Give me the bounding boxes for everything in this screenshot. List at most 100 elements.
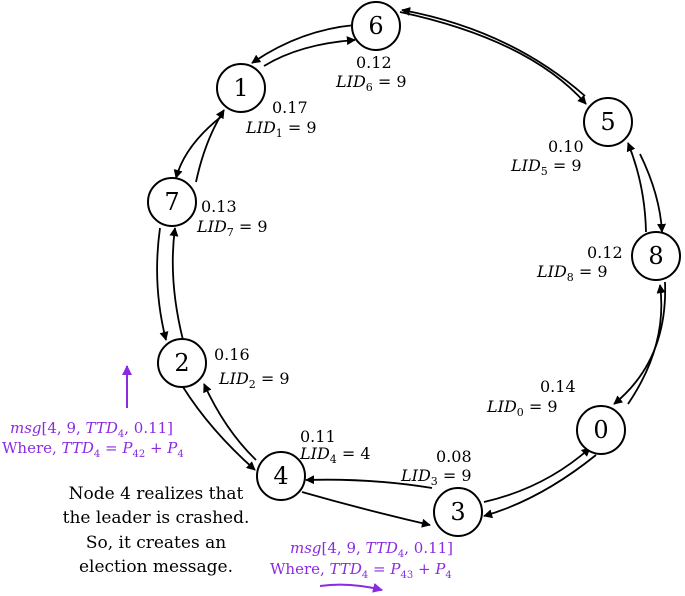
node-5-value: 0.10	[548, 137, 584, 156]
msg-ttd: TTD	[366, 539, 398, 557]
msg-p1: P	[389, 560, 401, 578]
msg-ttd-sub: 4	[118, 429, 124, 440]
node-8-value: 0.12	[587, 243, 623, 262]
msg-ttd-sub: 4	[362, 570, 368, 581]
message-bottom-line1: msg[4, 9, TTD4, 0.11]	[290, 539, 453, 560]
node-6-value: 0.12	[356, 53, 392, 72]
msg-args: [4, 9,	[42, 419, 86, 437]
node-1-value: 0.17	[272, 98, 308, 117]
lid-value: 9	[306, 118, 316, 137]
node-1: 1	[216, 63, 266, 113]
lid-subscript: 5	[541, 165, 548, 178]
edge-2-to-7	[169, 227, 184, 341]
msg-func: msg	[10, 419, 42, 437]
msg-p1-sub: 43	[400, 570, 413, 581]
lid-equals: =	[574, 262, 598, 281]
lid-value: 9	[279, 369, 289, 388]
lid-value: 9	[571, 156, 581, 175]
lid-value: 9	[461, 466, 471, 485]
edge-7-to-1	[195, 109, 225, 183]
edge-6-to-1	[251, 24, 356, 64]
msg-p2: P	[434, 560, 446, 578]
node-id: 1	[233, 74, 248, 102]
node-circle	[631, 231, 681, 281]
msg-where: Where,	[270, 560, 330, 578]
lid-subscript: 7	[227, 226, 234, 239]
node-id: 7	[164, 188, 179, 216]
lid-value: 9	[597, 262, 607, 281]
node-0-value: 0.14	[540, 377, 576, 396]
note-line-1: Node 4 realizes that	[69, 484, 244, 504]
msg-ttd: TTD	[330, 560, 362, 578]
lid-prefix: LID	[536, 262, 567, 281]
edge-7-to-2	[156, 227, 169, 341]
node-2: 2	[157, 338, 207, 388]
edge-1-to-7	[173, 115, 223, 179]
lid-subscript: 8	[567, 271, 574, 284]
message-left-line2: Where, TTD4 = P42 + P4	[2, 439, 184, 460]
node-circle	[433, 487, 483, 537]
msg-ttd: TTD	[86, 419, 118, 437]
lid-equals: =	[438, 466, 462, 485]
lid-prefix: LID	[299, 444, 330, 463]
msg-p1: P	[121, 439, 133, 457]
edge-4-to-2	[203, 383, 257, 461]
node-4-value: 0.11	[300, 427, 336, 446]
msg-eq: =	[368, 560, 390, 578]
msg-eq: =	[100, 439, 122, 457]
edge-3-to-4	[305, 475, 433, 489]
lid-prefix: LID	[196, 217, 227, 236]
edge-1-to-6	[263, 36, 356, 67]
lid-equals: =	[373, 72, 397, 91]
node-id: 8	[648, 242, 663, 270]
msg-plus: +	[145, 439, 167, 457]
node-6: 6	[351, 1, 401, 51]
lid-subscript: 2	[249, 378, 256, 391]
edge-5-to-8	[639, 153, 667, 233]
explanation-note: Node 4 realizes that the leader is crash…	[63, 484, 250, 577]
lid-value: 4	[360, 444, 370, 463]
lid-equals: =	[524, 397, 548, 416]
lid-subscript: 3	[431, 475, 438, 488]
msg-ttd: TTD	[62, 439, 94, 457]
msg-ttd-sub: 4	[94, 449, 100, 460]
message-annotation-bottom: msg[4, 9, TTD4, 0.11] Where, TTD4 = P43 …	[270, 539, 453, 593]
node-3-lid: LID3 = 9	[400, 466, 472, 488]
note-line-3: So, it creates an	[86, 533, 226, 553]
lid-prefix: LID	[218, 369, 249, 388]
node-6-lid: LID6 = 9	[335, 72, 407, 94]
note-line-4: election message.	[79, 557, 233, 577]
node-8: 8	[631, 231, 681, 281]
node-circle	[351, 1, 401, 51]
node-circle	[256, 451, 306, 501]
message-left-line1: msg[4, 9, TTD4, 0.11]	[10, 419, 173, 440]
node-id: 2	[174, 349, 189, 377]
lid-equals: =	[234, 217, 258, 236]
node-circle	[147, 177, 197, 227]
edge-0-to-8	[627, 284, 666, 405]
msg-end: , 0.11]	[124, 419, 173, 437]
node-1-lid: LID1 = 9	[245, 118, 317, 140]
node-circle	[576, 405, 626, 455]
lid-equals: =	[548, 156, 572, 175]
node-annotations: 0.12 LID6 = 9 0.17 LID1 = 9 0.10 LID5 = …	[196, 53, 623, 488]
msg-p2-sub: 4	[445, 570, 451, 581]
node-7-value: 0.13	[201, 197, 237, 216]
node-circle	[157, 338, 207, 388]
msg-args: [4, 9,	[322, 539, 366, 557]
node-3: 3	[433, 487, 483, 537]
lid-subscript: 0	[517, 406, 524, 419]
node-3-value: 0.08	[436, 447, 472, 466]
message-annotation-left: msg[4, 9, TTD4, 0.11] Where, TTD4 = P42 …	[2, 365, 184, 460]
node-2-value: 0.16	[214, 345, 250, 364]
msg-p1-sub: 42	[132, 449, 145, 460]
node-5: 5	[583, 97, 633, 147]
lid-value: 9	[547, 397, 557, 416]
lid-prefix: LID	[400, 466, 431, 485]
edge-4-to-3	[301, 491, 431, 528]
node-id: 3	[450, 498, 465, 526]
node-8-lid: LID8 = 9	[536, 262, 608, 284]
node-7-lid: LID7 = 9	[196, 217, 268, 239]
lid-prefix: LID	[245, 118, 276, 137]
